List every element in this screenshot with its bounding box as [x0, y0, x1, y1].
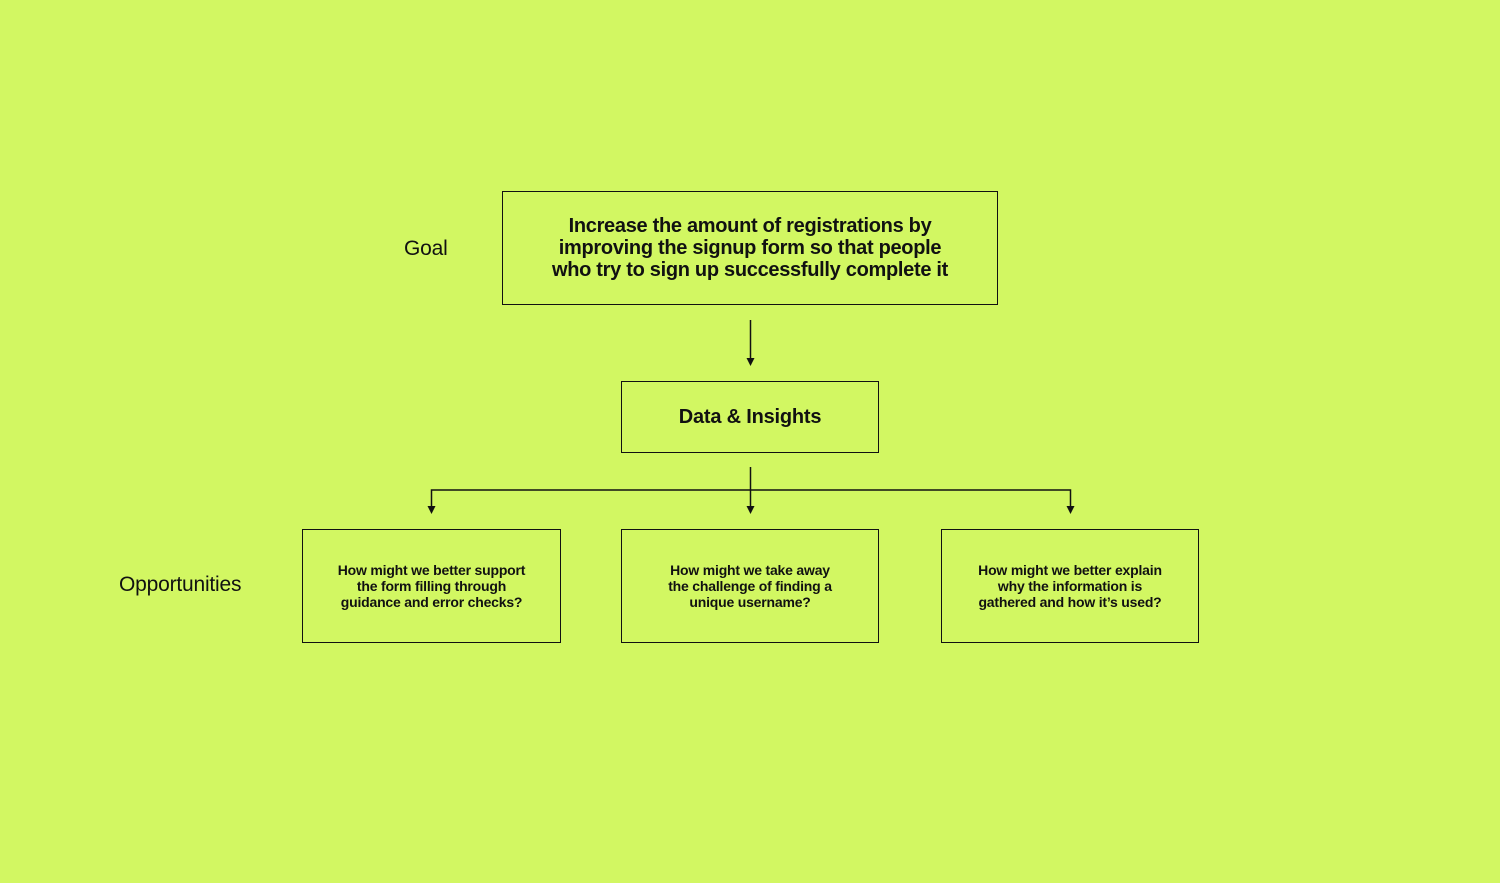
opportunity-text-1: How might we better support the form fil…: [337, 562, 526, 610]
goal-box: Increase the amount of registrations by …: [502, 191, 998, 305]
opportunities-label: Opportunities: [119, 573, 242, 596]
data-insights-text: Data & Insights: [678, 406, 822, 428]
opportunity-text-2: How might we take away the challenge of …: [668, 562, 832, 610]
opportunity-box-1: How might we better support the form fil…: [302, 529, 561, 643]
opportunity-box-2: How might we take away the challenge of …: [621, 529, 879, 643]
opportunities-branch-line: [430, 489, 1072, 508]
arrowhead-to-opportunity-1: [427, 506, 436, 514]
opportunity-box-3: How might we better explain why the info…: [941, 529, 1199, 643]
arrowhead-to-data: [746, 358, 755, 366]
arrowhead-to-opportunity-2: [746, 506, 755, 514]
goal-label: Goal: [404, 237, 448, 260]
opportunity-text-3: How might we better explain why the info…: [978, 562, 1162, 610]
arrowhead-to-opportunity-3: [1066, 506, 1075, 514]
data-insights-box: Data & Insights: [621, 381, 879, 453]
goal-text: Increase the amount of registrations by …: [551, 215, 949, 281]
